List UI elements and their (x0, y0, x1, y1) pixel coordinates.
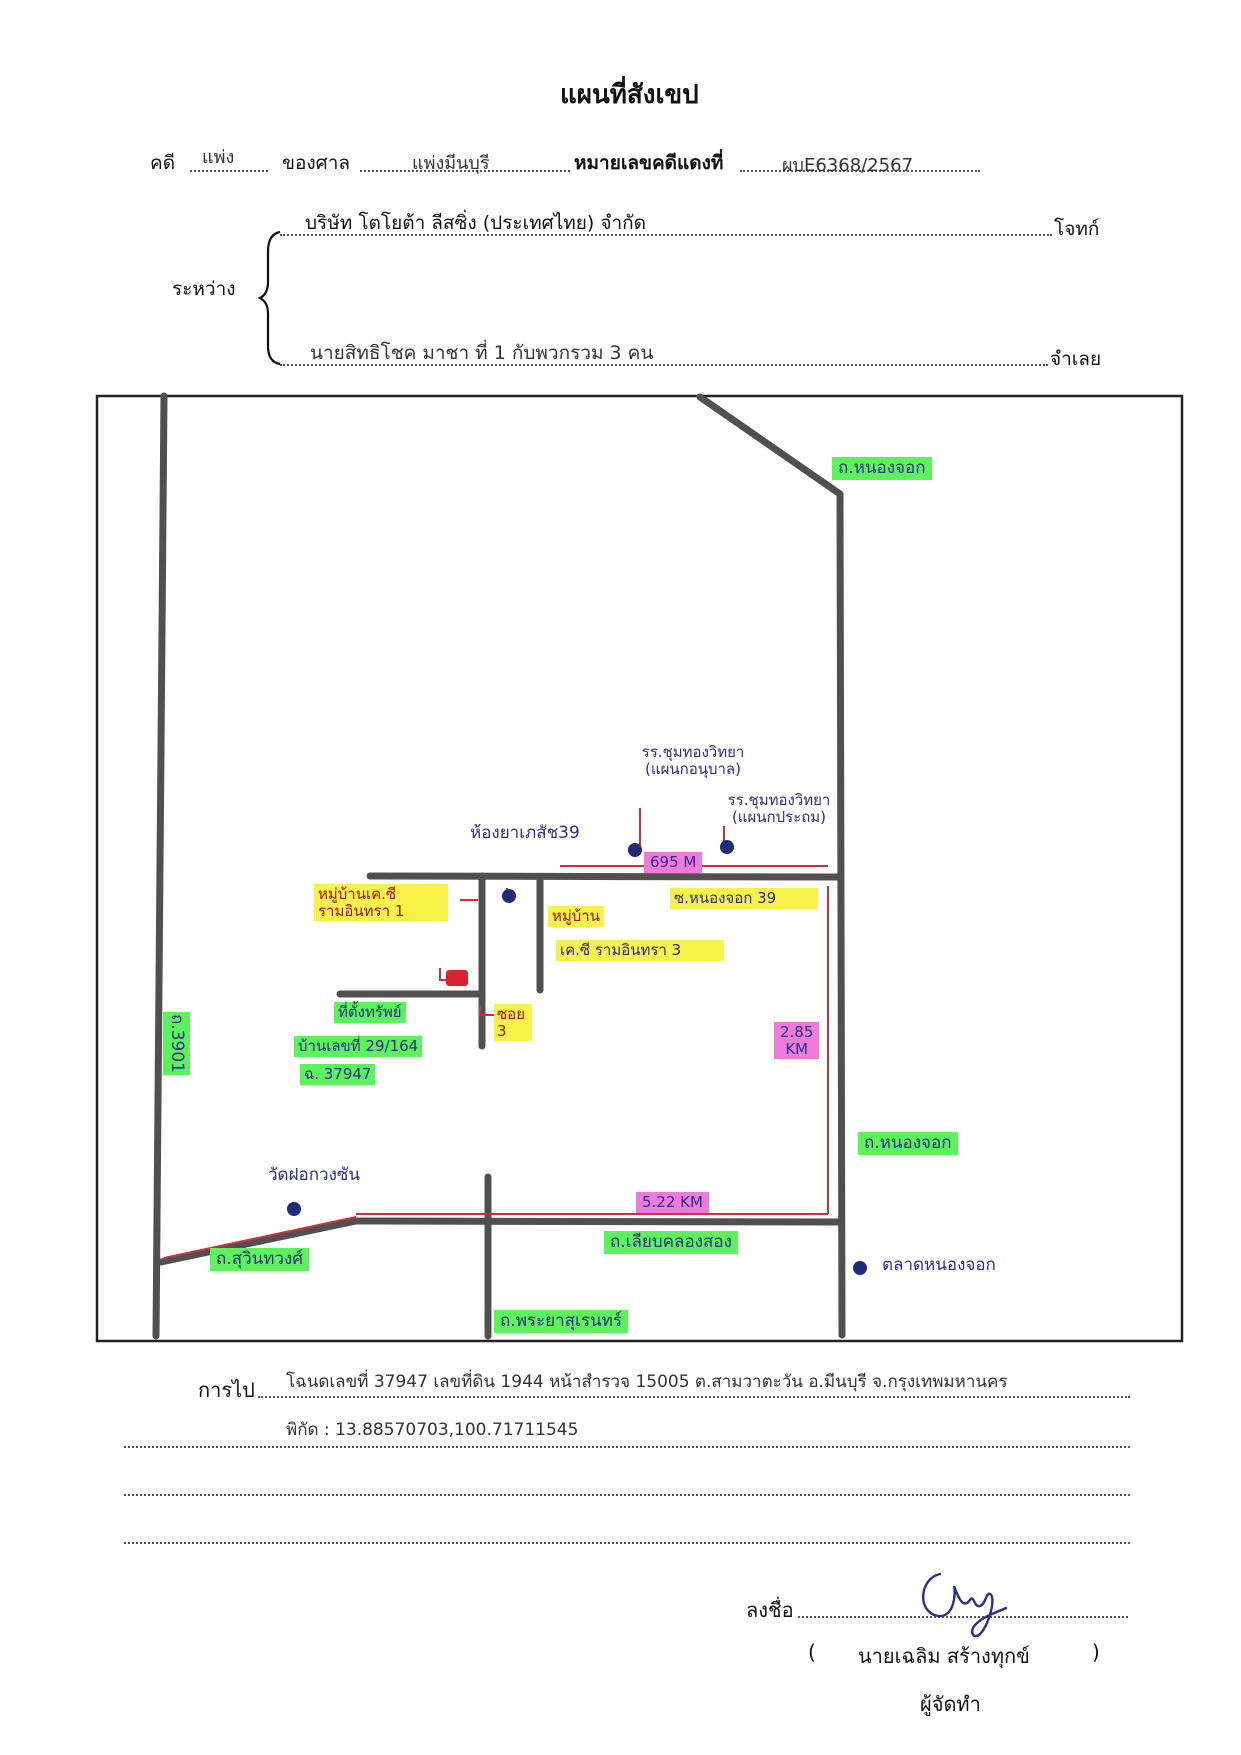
route-arrow-soi3 (479, 1006, 495, 1016)
road-label-3901: ถ.3901 (163, 1012, 190, 1075)
road-suwinthawong-west (157, 1217, 360, 1266)
distance-285: 2.85 KM (774, 1022, 820, 1059)
plaintiff-role: โจทก์ (1054, 218, 1100, 240)
pharmacy-dot (502, 889, 516, 903)
red-case-line (740, 170, 980, 172)
page-title: แผนที่สังเขป (560, 80, 699, 110)
plaintiff-name: บริษัท โตโยต้า ลีสซิ่ง (ประเทศไทย) จำกัด (305, 212, 647, 234)
between-label: ระหว่าง (172, 278, 236, 300)
directions-line-2 (124, 1446, 1130, 1448)
house-no-label: บ้านเลขที่ 29/164 (294, 1036, 423, 1057)
school-kinder-label: รร.ชุมทองวิทยา (แผนกอนุบาล) (641, 743, 745, 778)
signatory-name: นายเฉลิม สร้างทุกข์ (858, 1644, 1030, 1668)
pharmacy-label: ห้องยาเภสัช39 (470, 823, 580, 843)
signatory-role: ผู้จัดทำ (920, 1692, 981, 1716)
signature-label: ลงชื่อ (746, 1598, 794, 1622)
temple-label: วัดฝอกวงซัน (268, 1165, 361, 1185)
soi3-label: ซอย 3 (494, 1004, 532, 1041)
distance-522: 5.22 KM (636, 1192, 709, 1213)
distance-285-unit: KM (785, 1039, 809, 1058)
road-nongchok-diagonal (696, 393, 844, 498)
party-brace (257, 230, 281, 366)
road-label-phraya-suren: ถ.พระยาสุเรนทร์ (494, 1310, 628, 1333)
road-3901 (152, 392, 168, 1340)
court-label: ของศาล (282, 152, 351, 174)
road-label-suwinthawong: ถ.สุวินทวงศ์ (210, 1248, 310, 1271)
market-label: ตลาดหนองจอก (882, 1255, 996, 1275)
village-label: หมู่บ้าน (548, 906, 604, 927)
red-case-value: ผบE6368/2567 (782, 155, 914, 176)
directions-line-1 (258, 1396, 1130, 1398)
signature-mark (921, 1572, 1008, 1638)
directions-line-4 (124, 1542, 1130, 1544)
plaintiff-line (280, 234, 1052, 236)
road-nongchok-vertical (836, 490, 846, 1339)
red-case-label: หมายเลขคดีแดงที่ (574, 152, 724, 174)
road-label-nongchok-top: ถ.หนองจอก (832, 457, 932, 480)
school-primary-label: รร.ชุมทองวิทยา (แผนกประถม) (727, 791, 831, 826)
court-name-value: แพ่งมีนบุรี (412, 153, 490, 174)
case-type-value: แพ่ง (202, 147, 235, 168)
property-label: ที่ตั้งทรัพย์ (334, 1002, 406, 1023)
deed-label: ฉ. 37947 (300, 1064, 376, 1085)
case-label: คดี (150, 152, 176, 174)
route-line-1 (163, 1216, 357, 1259)
signature-close-paren: ) (1092, 1640, 1100, 1664)
coordinates-text: พิกัด : 13.88570703,100.71711545 (286, 1420, 579, 1440)
directions-text-1: โฉนดเลขที่ 37947 เลขที่ดิน 1944 หน้าสำรว… (286, 1372, 1008, 1392)
road-soi39 (366, 872, 844, 881)
property-marker (446, 970, 468, 986)
court-line (360, 170, 570, 172)
defendant-name: นายสิทธิโชค มาชา ที่ 1 กับพวกรวม 3 คน (310, 342, 654, 364)
signature-open-paren: ( (808, 1640, 816, 1664)
distance-695: 695 M (644, 852, 703, 873)
school-kinder-dot (628, 843, 642, 857)
defendant-role: จำเลย (1050, 348, 1102, 370)
directions-line-3 (124, 1494, 1130, 1496)
soi-nongchok-39-label: ซ.หนองจอก 39 (670, 888, 818, 909)
distance-285-value: 2.85 (780, 1023, 814, 1041)
temple-dot (287, 1202, 301, 1216)
road-liap-khlong (352, 1217, 844, 1226)
directions-label: การไป (198, 1378, 255, 1402)
signature-line (798, 1616, 1128, 1618)
defendant-line (280, 364, 1048, 366)
school-primary-dot (720, 840, 734, 854)
road-label-liap-khlong: ถ.เลียบคลองสอง (604, 1231, 738, 1254)
village-kc1-label: หมู่บ้านเค.ซี รามอินทรา 1 (314, 884, 448, 921)
village-kc3-label: เค.ซี รามอินทรา 3 (556, 940, 724, 961)
road-label-nongchok-mid: ถ.หนองจอก (858, 1132, 958, 1155)
market-dot (853, 1261, 867, 1275)
case-type-line (190, 170, 268, 172)
sketch-map (95, 392, 1184, 1343)
